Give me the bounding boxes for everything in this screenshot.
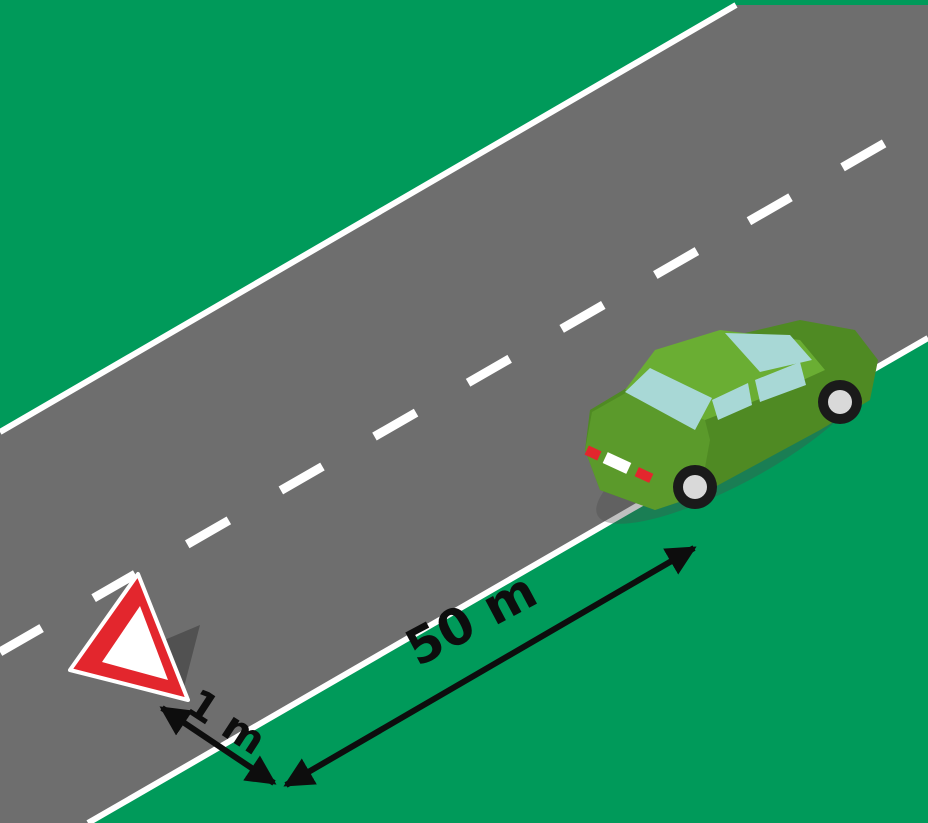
road-scene bbox=[0, 0, 928, 823]
